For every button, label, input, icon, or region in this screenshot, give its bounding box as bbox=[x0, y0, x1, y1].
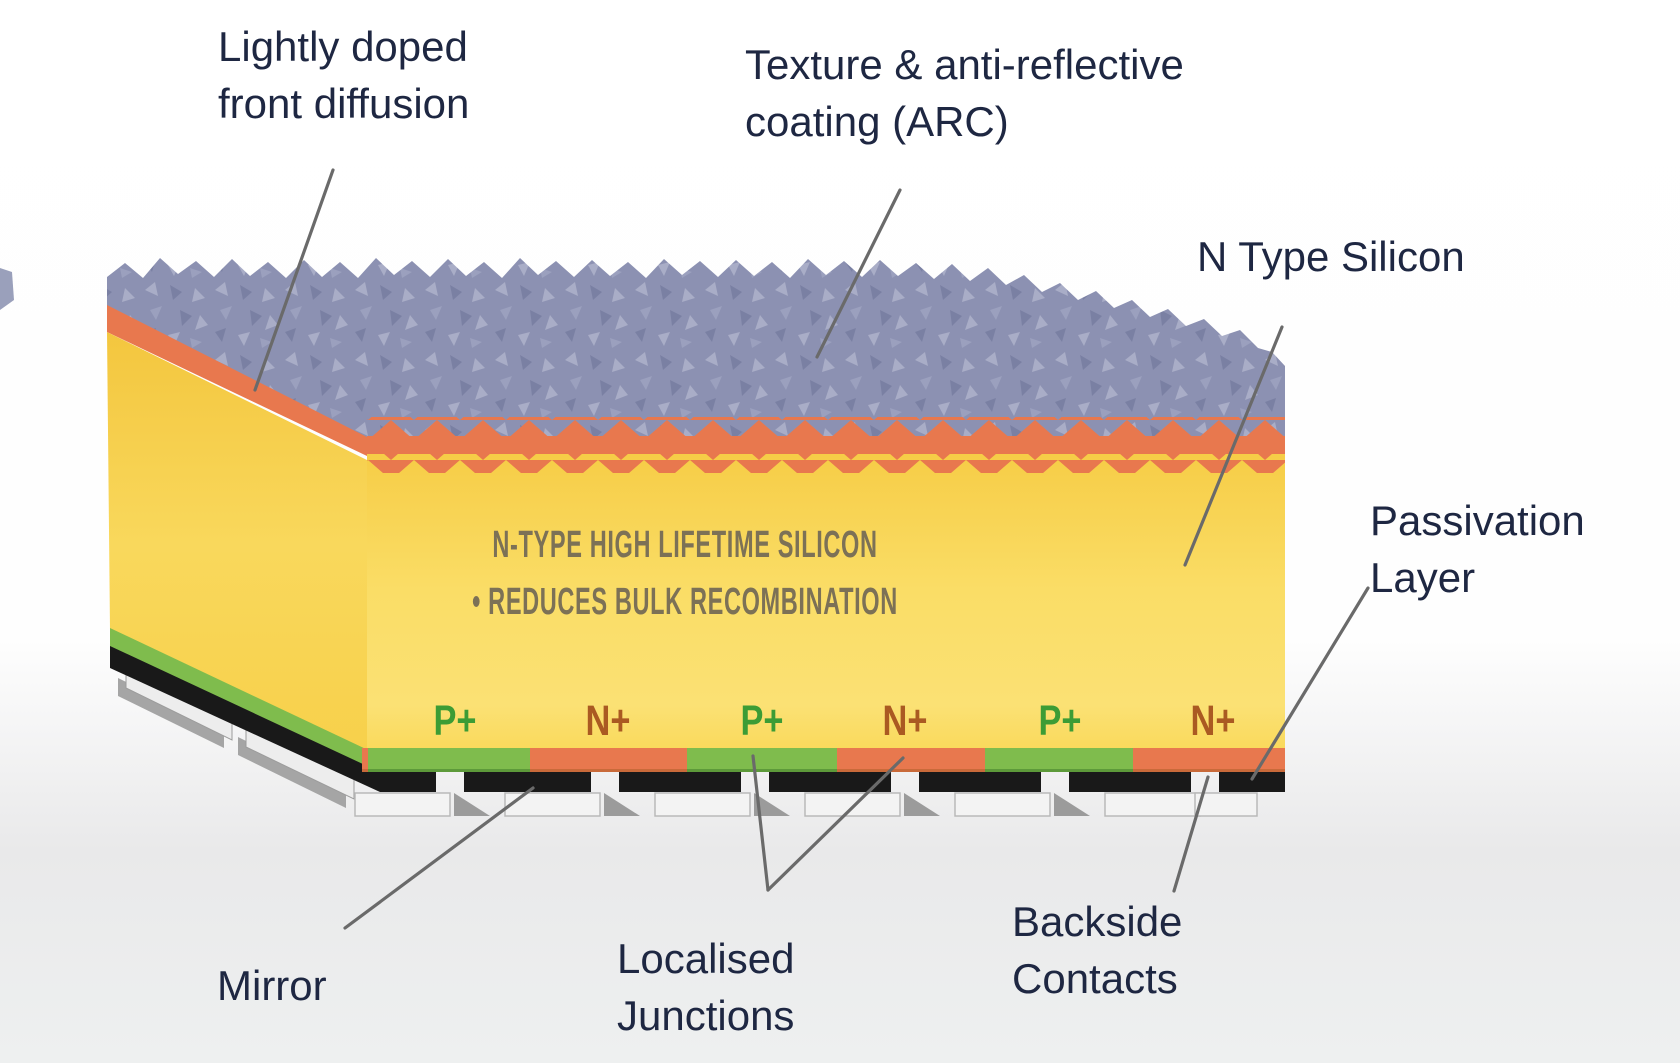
left-face bbox=[107, 302, 380, 808]
label-line: Localised bbox=[617, 935, 795, 982]
label-line: Junctions bbox=[617, 992, 795, 1039]
leader-backside bbox=[1172, 775, 1210, 893]
junction-label-n3: N+ bbox=[1190, 697, 1236, 745]
label-line: Layer bbox=[1370, 554, 1476, 601]
leader-lines bbox=[253, 168, 1370, 930]
arc-layer bbox=[367, 417, 1285, 473]
bulk-silicon-text-line1: N-TYPE HIGH LIFETIME SILICON bbox=[492, 524, 878, 566]
label-line: coating (ARC) bbox=[745, 98, 1009, 145]
leader-n-type-silicon bbox=[1183, 325, 1284, 567]
label-localised-junctions: Localised Junctions bbox=[617, 930, 794, 1044]
leader-localised-a bbox=[751, 754, 770, 892]
label-line: Mirror bbox=[217, 962, 327, 1009]
label-n-type-silicon: N Type Silicon bbox=[1197, 228, 1465, 285]
backside-contacts-graphic bbox=[354, 792, 1258, 817]
label-passivation-layer: Passivation Layer bbox=[1370, 492, 1585, 606]
texture-layer bbox=[107, 258, 1285, 437]
label-line: front diffusion bbox=[218, 80, 470, 127]
label-line: N Type Silicon bbox=[1197, 233, 1465, 280]
passivation-layer-graphic bbox=[380, 772, 1285, 792]
junction-label-n2: N+ bbox=[882, 697, 928, 745]
silicon-bulk bbox=[367, 450, 1285, 772]
leader-front-diffusion bbox=[253, 168, 335, 392]
junction-label-p1: P+ bbox=[433, 697, 477, 745]
junction-strip bbox=[362, 748, 1285, 772]
label-line: Lightly doped bbox=[218, 23, 468, 70]
label-front-diffusion: Lightly doped front diffusion bbox=[218, 18, 469, 132]
bulk-silicon-text-line2: • REDUCES BULK RECOMBINATION bbox=[472, 581, 898, 623]
leader-passivation bbox=[1250, 586, 1370, 781]
leader-localised-b bbox=[766, 756, 905, 892]
label-line: Texture & anti-reflective bbox=[745, 41, 1184, 88]
label-backside-contacts: Backside Contacts bbox=[1012, 893, 1182, 1007]
label-line: Passivation bbox=[1370, 497, 1585, 544]
texture-edge-fragment bbox=[0, 268, 14, 310]
label-mirror: Mirror bbox=[217, 957, 327, 1014]
label-line: Contacts bbox=[1012, 955, 1178, 1002]
junction-label-p2: P+ bbox=[740, 697, 784, 745]
leader-texture-arc bbox=[815, 188, 902, 359]
junction-label-n1: N+ bbox=[585, 697, 631, 745]
label-texture-arc: Texture & anti-reflective coating (ARC) bbox=[745, 36, 1184, 150]
junction-label-p3: P+ bbox=[1038, 697, 1082, 745]
label-line: Backside bbox=[1012, 898, 1183, 945]
leader-mirror bbox=[343, 786, 535, 930]
